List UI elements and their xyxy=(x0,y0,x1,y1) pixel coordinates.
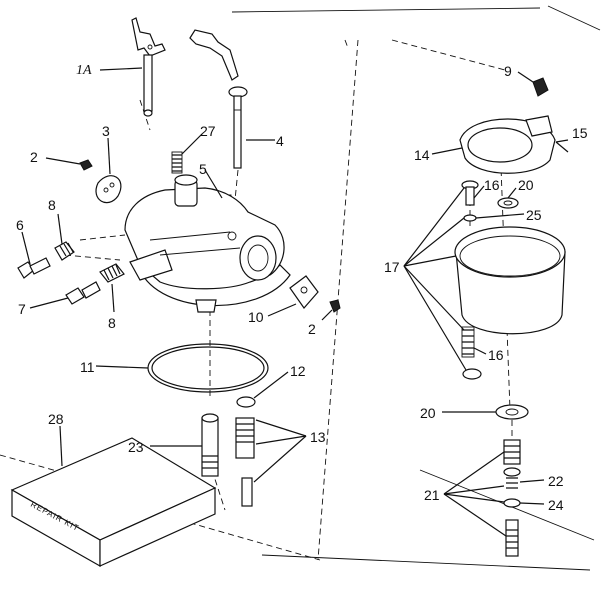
callout-27: 27 xyxy=(200,123,216,139)
part-float-cover xyxy=(459,77,569,174)
part-float-springs xyxy=(461,326,529,420)
leader-lines xyxy=(21,67,569,537)
callout-8: 8 xyxy=(108,315,116,331)
callout-24: 24 xyxy=(548,497,564,513)
callout-4: 4 xyxy=(276,133,284,149)
callout-28: 28 xyxy=(48,411,64,427)
repair-kit-box: REPAIR KIT xyxy=(10,437,217,568)
callout-2: 2 xyxy=(308,321,316,337)
callout-20: 20 xyxy=(420,405,436,421)
part-carburetor-body xyxy=(124,174,291,313)
callout-16: 16 xyxy=(484,177,500,193)
callout-2: 2 xyxy=(30,149,38,165)
part-screw-and-plate xyxy=(79,159,122,204)
callout-11: 11 xyxy=(80,359,95,375)
part-adjust-screws xyxy=(17,241,125,305)
callout-23: 23 xyxy=(128,439,144,455)
callout-17: 17 xyxy=(384,259,400,275)
callout-7: 7 xyxy=(18,301,26,317)
callout-13: 13 xyxy=(310,429,326,445)
part-float-needle xyxy=(461,180,519,222)
part-bowl-nut xyxy=(503,439,521,557)
callout-14: 14 xyxy=(414,147,430,163)
part-bracket xyxy=(289,275,341,313)
callout-16: 16 xyxy=(488,347,504,363)
callout-1a: 1A xyxy=(76,63,92,78)
callout-25: 25 xyxy=(526,207,542,223)
callout-6: 6 xyxy=(16,217,24,233)
part-bowl-gasket xyxy=(147,343,269,393)
part-float-bowl xyxy=(454,226,566,335)
callout-10: 10 xyxy=(248,309,264,325)
callout-12: 12 xyxy=(290,363,306,379)
callout-labels: 1A 2 2 3 4 5 6 7 8 8 9 10 11 12 13 14 15… xyxy=(16,63,588,513)
callout-20: 20 xyxy=(518,177,534,193)
callout-21: 21 xyxy=(424,487,440,503)
callout-8: 8 xyxy=(48,197,56,213)
part-choke-shaft xyxy=(189,29,248,169)
callout-22: 22 xyxy=(548,473,564,489)
callout-5: 5 xyxy=(199,161,207,177)
part-main-jet-assembly xyxy=(201,396,256,507)
part-throttle-shaft xyxy=(131,17,166,117)
callout-9: 9 xyxy=(504,63,512,79)
callout-3: 3 xyxy=(102,123,110,139)
callout-15: 15 xyxy=(572,125,588,141)
